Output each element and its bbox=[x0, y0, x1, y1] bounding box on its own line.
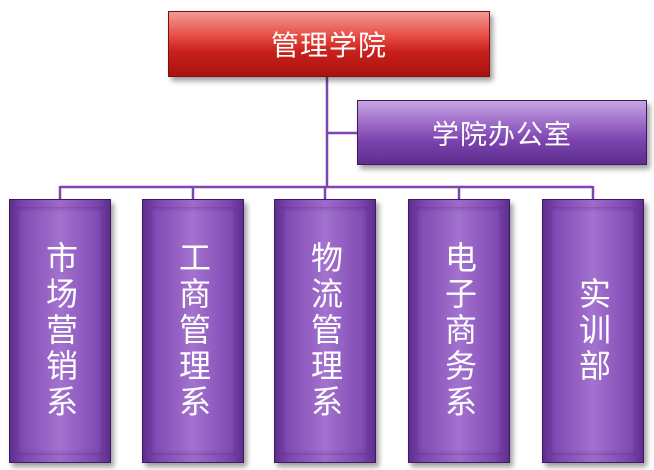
department-label: 物流管理系 bbox=[306, 241, 344, 421]
department-label: 电子商务系 bbox=[440, 241, 478, 421]
department-label: 工商管理系 bbox=[174, 241, 212, 421]
office-label: 学院办公室 bbox=[432, 120, 572, 151]
office-node: 学院办公室 bbox=[357, 100, 647, 165]
department-node-business-admin: 工商管理系 bbox=[142, 199, 244, 463]
root-label: 管理学院 bbox=[270, 29, 387, 62]
department-node-ecommerce: 电子商务系 bbox=[408, 199, 510, 463]
root-node: 管理学院 bbox=[168, 11, 490, 77]
department-node-training: 实训部 bbox=[542, 199, 644, 463]
department-node-logistics: 物流管理系 bbox=[274, 199, 376, 463]
department-label: 实训部 bbox=[574, 277, 612, 385]
department-label: 市场营销系 bbox=[41, 241, 79, 421]
department-node-marketing: 市场营销系 bbox=[9, 199, 111, 463]
